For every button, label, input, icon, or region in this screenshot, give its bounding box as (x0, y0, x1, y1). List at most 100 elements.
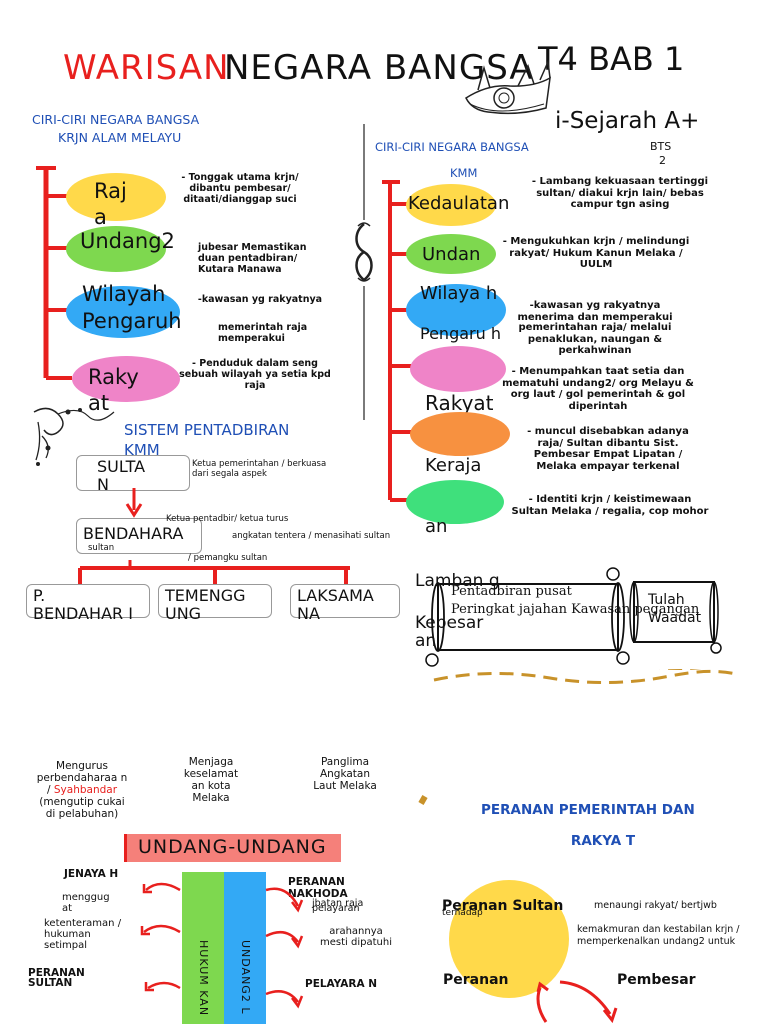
left-undang-note: jubesar Memastikan duan pentadbiran/ Kut… (198, 242, 307, 275)
sistem-heading: SISTEM PENTADBIRAN KMM (124, 421, 290, 459)
right-identiti-label: an (425, 516, 448, 537)
right-kedaulatan-label: Kedaulatan (408, 193, 510, 214)
peranan-note-2: kemakmuran dan kestabilan krjn / memperk… (577, 924, 740, 947)
hukum-kanun-column (182, 872, 224, 1024)
right-wilayah-label: Wilaya h (420, 283, 498, 304)
left-pengaruh-label: Pengaruh (82, 309, 182, 333)
hierarchy-branches (78, 560, 350, 584)
peranan-label: Peranan (443, 972, 509, 988)
dashed-wave (433, 669, 737, 685)
peranan-title-1: PERANAN PEMERINTAH DAN (481, 802, 695, 818)
jenayah-label: JENAYA H (64, 868, 119, 880)
left-rakyat-oval (72, 356, 180, 402)
temenggung-label: TEMENGG UNG (165, 586, 246, 623)
left-wilayah-note: -kawasan yg rakyatnya (197, 294, 323, 305)
brand-label: i-Sejarah A+ (555, 108, 700, 134)
right-kerajaan-note: - muncul disebabkan adanya raja/ Sultan … (527, 426, 689, 472)
left-raja-label: Raj a (94, 179, 127, 229)
right-kedaulatan-oval (406, 184, 496, 226)
duty-bendahari-a: Mengurus perbendaharaa n / (36, 760, 128, 796)
bendahara-note-sultan: sultan (88, 543, 115, 553)
sultan-label: SULTA N (97, 457, 146, 494)
pelayaran-label: pelayaran (312, 903, 360, 914)
right-pengaruh-label: Pengaru h (420, 324, 501, 343)
peranan-nakhoda-label: PERANAN NAKHODA (288, 876, 348, 900)
right-pengaruh-note: pemerintahan raja/ melalui penaklukan, n… (518, 322, 672, 356)
p-bendahari-box: P. BENDAHAR I (26, 584, 150, 623)
duty-bendahari-c: (mengutip cukai di pelabuhan) (39, 796, 125, 820)
right-heading-1: CIRI-CIRI NEGARA BANGSA (375, 140, 529, 154)
right-undan-note: - Mengukuhkan krjn / melindungi rakyat/ … (502, 236, 690, 270)
pelayaran-2-label: PELAYARA N (305, 978, 378, 990)
left-raja-oval (66, 173, 166, 221)
right-heading-2: KMM (450, 166, 478, 180)
peranan-arrows (536, 980, 618, 1024)
bendahara-box: BENDAHARA (76, 518, 202, 554)
scroll-line-2: Peringkat jajahan Kawasan pegangan (451, 602, 700, 617)
left-wilayah-label: Wilayah (82, 282, 166, 306)
duty-syahbandar: Syahbandar (53, 784, 118, 796)
left-heading-2: KRJN ALAM MELAYU (58, 130, 182, 145)
bendahara-note-2: angkatan tentera / menasihati sultan (232, 531, 391, 541)
waadat-label: Waadat (648, 610, 702, 626)
right-pengaruh-oval (410, 346, 506, 392)
sultan-note: Ketua pemerintahan / berkuasa dari segal… (192, 459, 327, 479)
right-identiti-note: - Identiti krjn / keistimewaan Sultan Me… (511, 494, 709, 517)
jbatan-label: jbatan raja (312, 898, 364, 909)
undang-arrows (140, 882, 304, 1009)
undang-title-box (124, 834, 341, 862)
crown-icon (465, 60, 551, 115)
duty-bendahari: Mengurus perbendaharaa n / Syahbandar (m… (34, 760, 130, 820)
accent-dash (418, 795, 428, 805)
right-kerajaan-label: Keraja (425, 455, 482, 476)
left-raja-note: - Tonggak utama krjn/ dibantu pembesar/ … (181, 172, 299, 205)
pembesar-label: Pembesar (617, 972, 696, 988)
ketenteraman-label: ketenteraman / hukuman setimpal (44, 918, 122, 951)
divider-ornament (355, 124, 373, 420)
tulah-label: Tulah (648, 592, 685, 608)
bendahara-label: BENDAHARA (83, 524, 184, 543)
left-undang-oval (66, 226, 166, 272)
title-code: T4 BAB 1 (538, 40, 685, 78)
bendahara-note-3: / pemangku sultan (188, 553, 268, 563)
peranan-sultan-label: Peranan Sultan (442, 898, 564, 914)
left-rakyat-note: - Penduduk dalam seng sebuah wilayah ya … (179, 358, 331, 391)
right-undan-label: Undan (422, 244, 481, 265)
peranan-note-1: menaungi rakyat/ bertjwb (594, 900, 717, 911)
sultan-to-bendahara-arrow (125, 488, 143, 518)
right-undan-oval (406, 234, 496, 274)
right-kedaulatan-note: - Lambang kekuasaan tertinggi sultan/ di… (531, 176, 709, 210)
right-kerajaan-oval (410, 412, 510, 456)
terhadap-label: terhadap (442, 908, 483, 918)
bts-number: 2 (659, 154, 666, 167)
left-wilayah-oval (66, 286, 180, 338)
left-heading-1: CIRI-CIRI NEGARA BANGSA (32, 112, 200, 127)
menggugat-label: menggug at (62, 892, 110, 914)
sultan-box: SULTA N (76, 455, 190, 494)
left-rakyat-label: Raky at (88, 365, 139, 415)
p-bendahari-label: P. BENDAHAR I (33, 586, 133, 623)
peranan-sultan-label: PERANAN SULTAN (28, 967, 85, 989)
peranan-sultan-circle (449, 880, 569, 998)
scroll-line-1: Pentadbiran pusat (451, 584, 572, 599)
left-pengaruh-note: memerintah raja memperakui (218, 322, 308, 344)
laksamana-box: LAKSAMA NA (290, 584, 400, 623)
arahannya-label: arahannya mesti dipatuhi (320, 926, 392, 948)
bts-label: BTS (650, 140, 672, 153)
laksamana-label: LAKSAMA NA (297, 586, 374, 623)
left-undang-label: Undang2 (80, 229, 175, 253)
right-bracket (382, 180, 416, 502)
flourish-icon (33, 407, 115, 466)
right-rakyat-label: Rakyat (425, 391, 494, 415)
right-identiti-oval (406, 480, 504, 524)
temenggung-box: TEMENGG UNG (158, 584, 272, 623)
bendahara-note-1: Ketua pentadbir/ ketua turus (166, 514, 289, 524)
duty-laksamana: Panglima Angkatan Laut Melaka (313, 756, 377, 792)
title-warisan: WARISAN (63, 48, 230, 88)
right-wilayah-note: -kawasan yg rakyatnya menerima dan mempe… (517, 300, 673, 323)
right-rakyat-note: - Menumpahkan taat setia dan mematuhi un… (502, 366, 694, 412)
title-negara-bangsa: NEGARA BANGSA (224, 48, 534, 88)
undang-laut-column (224, 872, 266, 1024)
undang-title: UNDANG-UNDANG (138, 836, 327, 858)
right-wilayah-oval (406, 284, 506, 336)
